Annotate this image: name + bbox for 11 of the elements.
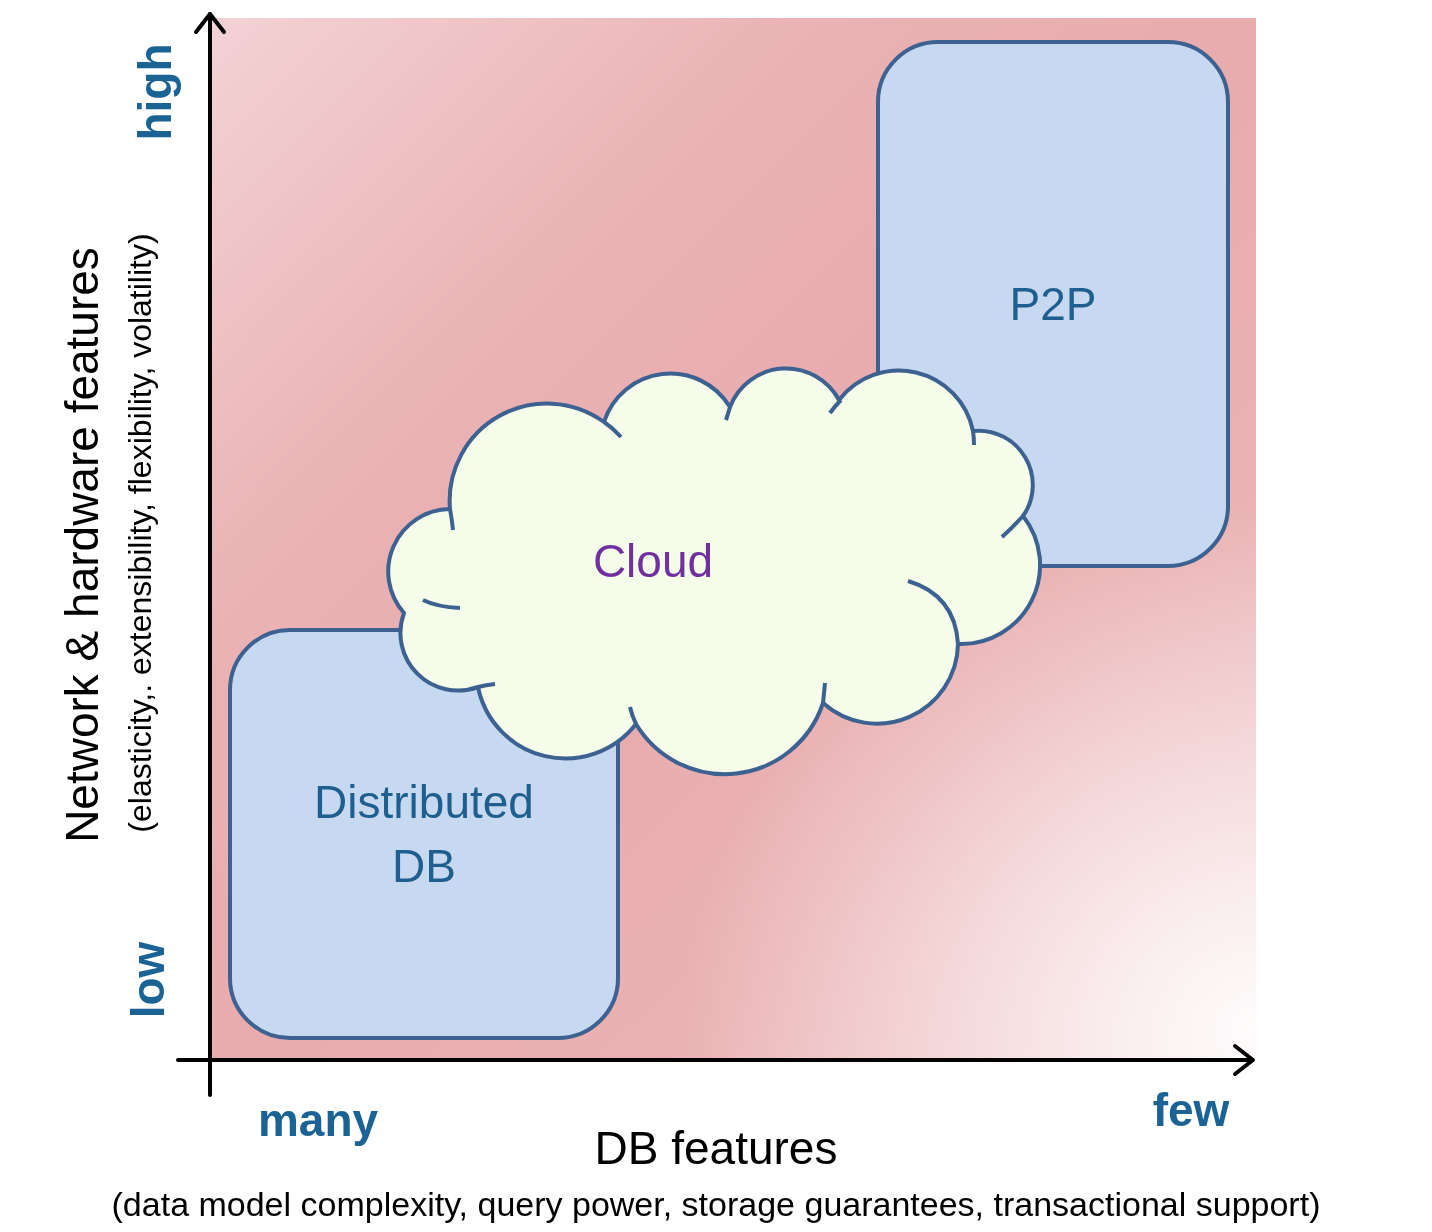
axis-subtitle: (data model complexity, query power, storage guarantees, transactional support): [111, 1185, 1321, 1225]
category-label: P2P: [1009, 276, 1097, 332]
axis-title: Network & hardware features: [55, 247, 109, 843]
axis-end-label: low: [121, 941, 175, 1019]
category-label: Cloud: [592, 534, 714, 590]
axis-title: DB features: [594, 1121, 838, 1175]
category-label: Distributed DB: [313, 774, 535, 894]
axis-subtitle: (elasticity,. extensibility, flexibility, volatility): [121, 233, 159, 833]
axis-end-label: many: [257, 1093, 379, 1147]
axis-end-label: high: [128, 43, 182, 141]
axis-end-label: few: [1152, 1083, 1230, 1137]
